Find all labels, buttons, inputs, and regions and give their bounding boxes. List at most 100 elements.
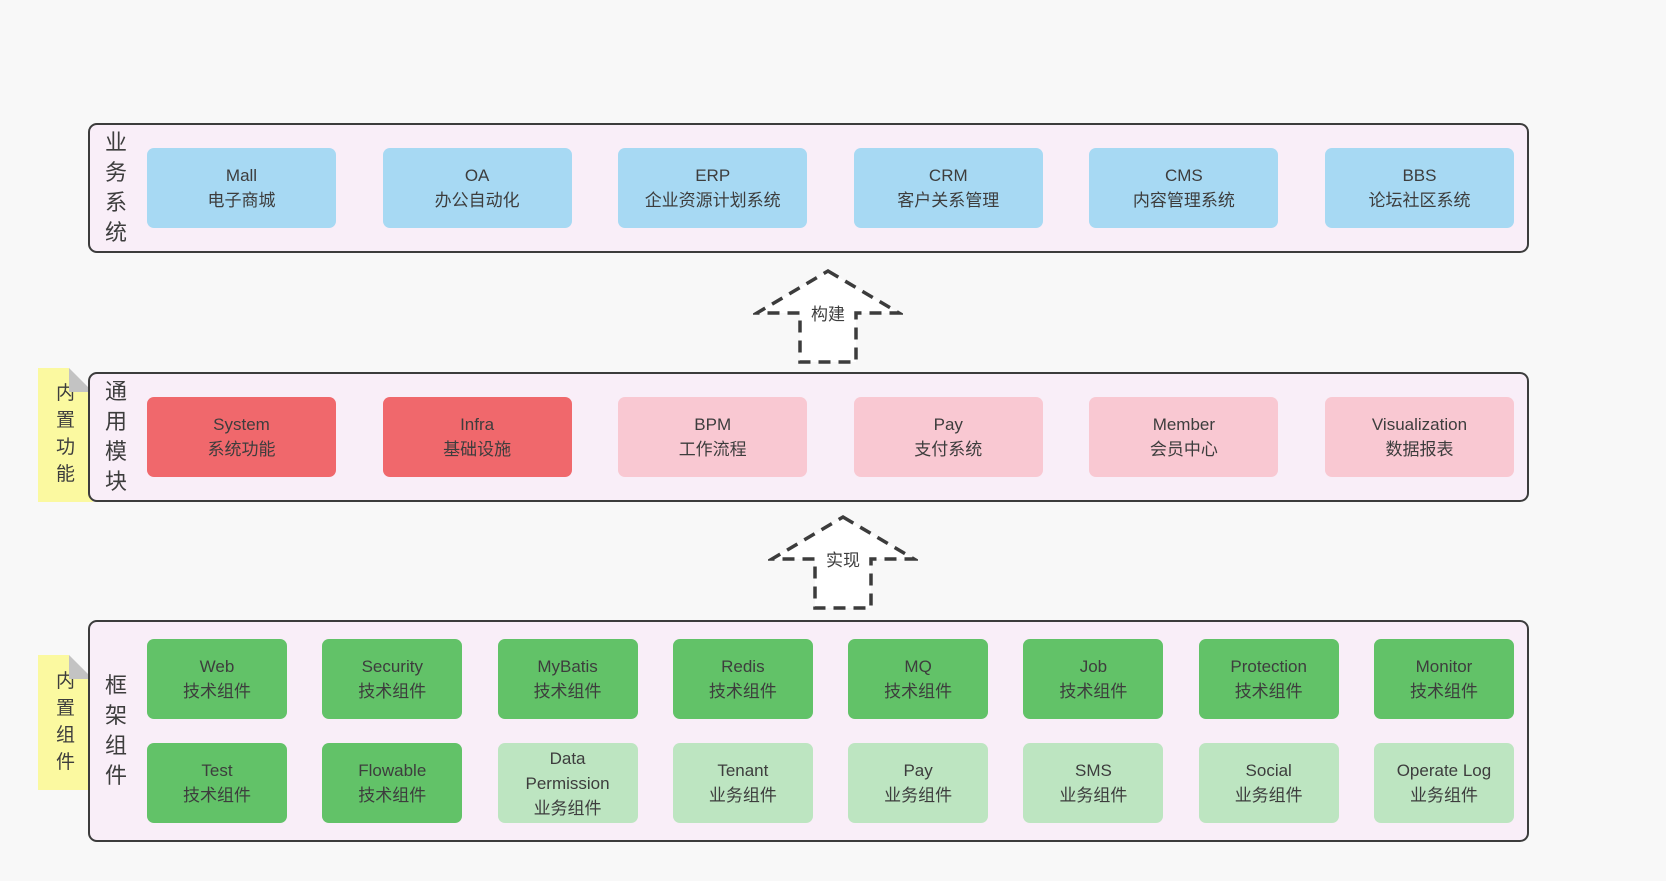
box-title: Infra (460, 415, 495, 434)
box-title: CMS (1164, 166, 1203, 185)
build-arrow-label: 构建 (811, 305, 845, 324)
box-title: Monitor (1415, 657, 1473, 676)
box-redis: Redis 技术组件 (672, 639, 813, 719)
box-subtitle: 技术组件 (358, 682, 427, 701)
box-monitor: Monitor 技术组件 (1373, 639, 1514, 719)
box-subtitle: 技术组件 (183, 786, 251, 805)
box-title: Operate Log (1396, 761, 1492, 780)
box-title: Flowable (358, 761, 427, 780)
box-protection: Protection 技术组件 (1198, 639, 1339, 719)
box-flowable: Flowable 技术组件 (322, 743, 463, 823)
box-title: Test (201, 761, 233, 780)
box-subtitle: 工作流程 (678, 440, 747, 459)
box-subtitle: 业务组件 (1409, 786, 1478, 805)
box-visualization: Visualization 数据报表 (1324, 397, 1514, 477)
sticky-note-builtin-components: 内置组件 (38, 655, 93, 790)
box-title: OA (464, 166, 490, 185)
box-data-permission: Data Permission 业务组件 (497, 743, 638, 823)
box-subtitle: 业务组件 (708, 786, 777, 805)
box-crm: CRM 客户关系管理 (853, 148, 1043, 228)
box-title: MyBatis (537, 657, 598, 676)
box-social: Social 业务组件 (1198, 743, 1339, 823)
box-subtitle: 技术组件 (708, 682, 777, 701)
box-subtitle: 业务组件 (1059, 786, 1128, 805)
box-subtitle: 电子商城 (207, 191, 276, 210)
box-web: Web 技术组件 (147, 639, 287, 719)
box-title: Redis (721, 657, 765, 676)
box-subtitle: 业务组件 (533, 798, 602, 818)
sticky-note-text: 内置功能 (55, 383, 75, 485)
box-subtitle: 技术组件 (884, 682, 953, 701)
box-title: Job (1079, 657, 1108, 676)
box-member: Member 会员中心 (1089, 397, 1279, 477)
box-subtitle: 客户关系管理 (897, 191, 1000, 210)
box-title: Data Permission (525, 748, 610, 793)
box-title: Web (199, 657, 235, 676)
box-test: Test 技术组件 (147, 743, 287, 823)
box-title: Mall (225, 166, 258, 185)
box-row-biz: Test 技术组件 Flowable 技术组件 Data Permission … (147, 743, 1514, 823)
box-title: Pay (933, 415, 963, 434)
box-title: BBS (1402, 166, 1437, 185)
build-arrow: 构建 (753, 268, 903, 364)
box-title: ERP (695, 166, 731, 185)
implement-arrow: 实现 (768, 514, 918, 610)
box-title: MQ (904, 657, 932, 676)
box-mq: MQ 技术组件 (848, 639, 989, 719)
box-subtitle: 系统功能 (207, 440, 276, 459)
box-subtitle: 会员中心 (1149, 440, 1218, 459)
box-security: Security 技术组件 (322, 639, 463, 719)
box-cms: CMS 内容管理系统 (1089, 148, 1279, 228)
box-title: Pay (903, 761, 933, 780)
box-subtitle: 技术组件 (1059, 682, 1128, 701)
sticky-note-builtin-features: 内置功能 (38, 368, 93, 502)
box-title: Tenant (717, 761, 769, 780)
box-erp: ERP 企业资源计划系统 (618, 148, 808, 228)
band-boxes: Web 技术组件 Security 技术组件 MyBatis 技术组件 Redi… (147, 639, 1514, 823)
box-row: System 系统功能 Infra 基础设施 BPM 工作流程 Pay 支付系统… (147, 397, 1514, 477)
box-subtitle: 内容管理系统 (1132, 191, 1235, 210)
band-framework-components: 框架组件 Web 技术组件 Security 技术组件 MyBatis 技术组件… (88, 620, 1529, 842)
box-title: Member (1152, 415, 1216, 434)
box-pay-module: Pay 支付系统 (853, 397, 1043, 477)
box-row: Mall 电子商城 OA 办公自动化 ERP 企业资源计划系统 CRM 客户关系… (147, 148, 1514, 228)
box-mybatis: MyBatis 技术组件 (497, 639, 638, 719)
box-mall: Mall 电子商城 (147, 148, 336, 228)
box-title: Protection (1230, 657, 1307, 676)
box-subtitle: 技术组件 (533, 682, 602, 701)
box-subtitle: 业务组件 (884, 786, 953, 805)
band-boxes: System 系统功能 Infra 基础设施 BPM 工作流程 Pay 支付系统… (147, 397, 1514, 477)
box-sms: SMS 业务组件 (1023, 743, 1164, 823)
box-title: Security (361, 657, 423, 676)
box-system: System 系统功能 (147, 397, 336, 477)
band-label-common-modules: 通用模块 (104, 379, 127, 494)
band-boxes: Mall 电子商城 OA 办公自动化 ERP 企业资源计划系统 CRM 客户关系… (147, 148, 1514, 228)
box-subtitle: 业务组件 (1234, 786, 1303, 805)
box-title: System (213, 415, 270, 434)
box-title: Visualization (1371, 415, 1468, 434)
band-label-framework-components: 框架组件 (104, 673, 127, 788)
box-subtitle: 技术组件 (1409, 682, 1478, 701)
box-subtitle: 技术组件 (1234, 682, 1303, 701)
box-subtitle: 基础设施 (443, 440, 512, 459)
box-infra: Infra 基础设施 (382, 397, 572, 477)
box-subtitle: 论坛社区系统 (1368, 191, 1471, 210)
box-title: SMS (1074, 761, 1112, 780)
box-title: BPM (694, 415, 732, 434)
box-title: Social (1245, 761, 1292, 780)
box-operate-log: Operate Log 业务组件 (1373, 743, 1514, 823)
band-common-modules: 通用模块 System 系统功能 Infra 基础设施 BPM 工作流程 Pay… (88, 372, 1529, 502)
box-tenant: Tenant 业务组件 (672, 743, 813, 823)
box-bpm: BPM 工作流程 (618, 397, 808, 477)
box-bbs: BBS 论坛社区系统 (1324, 148, 1514, 228)
box-title: CRM (928, 166, 968, 185)
band-business-systems: 业务系统 Mall 电子商城 OA 办公自动化 ERP 企业资源计划系统 CRM… (88, 123, 1529, 253)
sticky-note-text: 内置组件 (55, 671, 75, 773)
box-subtitle: 数据报表 (1385, 440, 1454, 459)
box-subtitle: 企业资源计划系统 (644, 191, 781, 210)
implement-arrow-label: 实现 (826, 551, 860, 570)
band-label-business-systems: 业务系统 (104, 130, 127, 245)
box-subtitle: 技术组件 (358, 786, 427, 805)
box-subtitle: 技术组件 (183, 682, 251, 701)
